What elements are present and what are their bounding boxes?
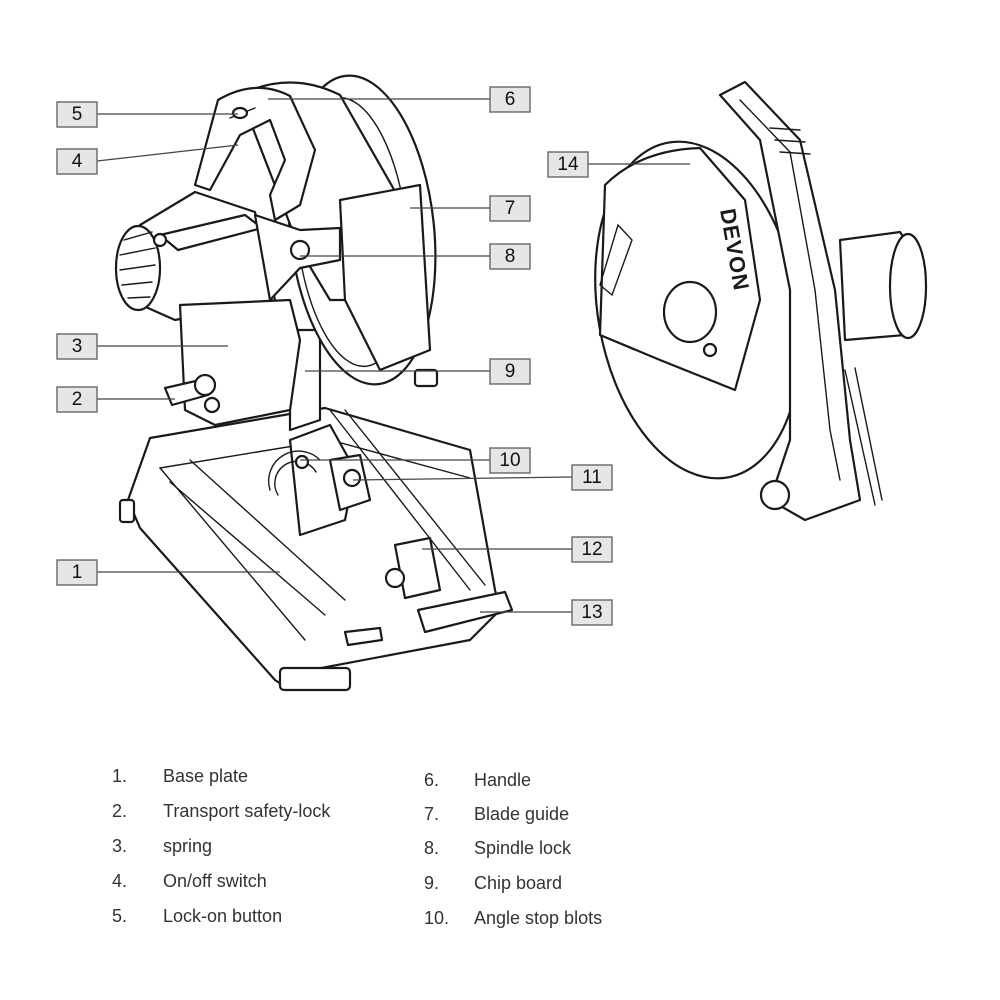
parts-legend-right: 6.Handle 7.Blade guide 8.Spindle lock 9.…: [424, 770, 603, 928]
callout-4: 4: [56, 148, 98, 175]
callout-8: 8: [489, 243, 531, 270]
cut-off-saw-front-view: [114, 74, 514, 692]
svg-text:9: 9: [505, 361, 516, 382]
callout-2: 2: [56, 386, 98, 413]
callout-10: 10: [489, 447, 531, 474]
callout-12: 12: [571, 536, 613, 563]
svg-text:4: 4: [72, 151, 83, 172]
parts-diagram: DEVON 5 4 6 7 8 3 9 2 10 11 1: [56, 74, 928, 692]
svg-text:7: 7: [505, 198, 516, 219]
svg-text:2: 2: [72, 389, 83, 410]
svg-text:5: 5: [72, 104, 83, 125]
svg-text:11: 11: [582, 467, 602, 488]
callout-14: 14: [547, 151, 589, 178]
callout-1: 1: [56, 559, 98, 586]
callout-7: 7: [489, 195, 531, 222]
callout-3: 3: [56, 333, 98, 360]
callout-11: 11: [571, 464, 613, 491]
svg-text:14: 14: [557, 154, 579, 175]
svg-text:8: 8: [505, 246, 516, 267]
svg-text:6: 6: [505, 89, 516, 110]
parts-legend-left: 1.Base plate 2.Transport safety-lock 3.s…: [112, 766, 331, 926]
svg-text:3: 3: [72, 336, 83, 357]
svg-text:13: 13: [581, 602, 602, 623]
svg-text:1: 1: [72, 562, 83, 583]
leader-lines: [96, 98, 690, 613]
callout-13: 13: [571, 599, 613, 626]
callout-9: 9: [489, 358, 531, 385]
svg-text:10: 10: [499, 450, 520, 471]
callout-5: 5: [56, 101, 98, 128]
callout-6: 6: [489, 86, 531, 113]
svg-text:12: 12: [581, 539, 602, 560]
cut-off-saw-side-view: DEVON: [594, 80, 928, 522]
